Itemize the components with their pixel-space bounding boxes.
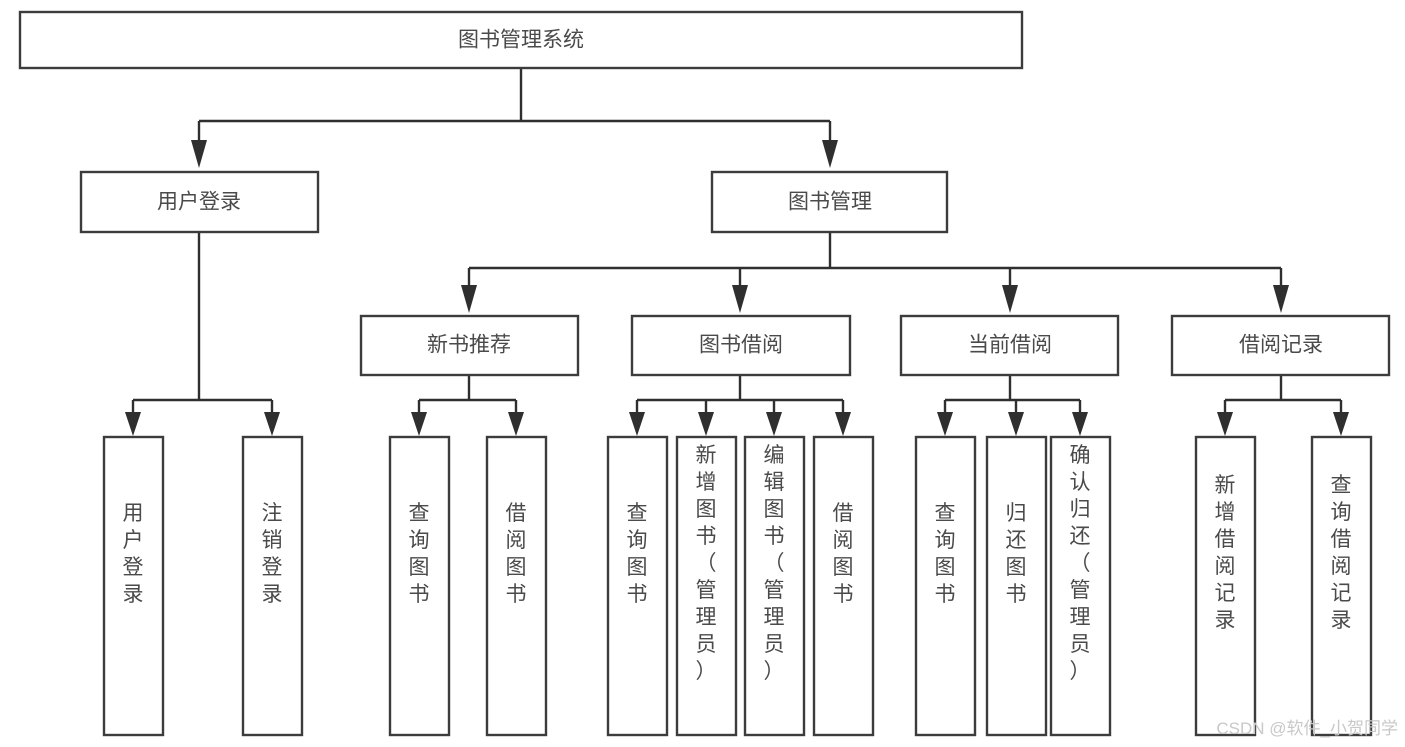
node-current-borrow-box[interactable] [899,314,1120,377]
node-user-login-box[interactable] [79,170,320,234]
connectors-root-to-level1 [191,68,838,168]
node-leaf-edit-book[interactable]: 编辑图书（管理员） [743,435,806,737]
node-user-login-label: 用户登录 [157,191,241,214]
connectors-book-borrow-leaves [629,375,851,436]
node-borrow-record-box[interactable] [1170,314,1391,377]
arrow-head-leaf-edit-book [766,412,782,436]
node-leaf-return-book-label: 归还图书 [1006,502,1027,606]
node-leaf-confirm-return[interactable]: 确认归还（管理员） [1049,435,1112,737]
arrow-head-book-management [822,140,838,168]
node-leaf-query-book-2-box[interactable] [606,435,669,737]
node-leaf-return-book-box[interactable] [985,435,1048,737]
arrow-head-leaf-query-book-3 [937,412,953,436]
node-leaf-query-book-1-label: 查询图书 [409,502,430,606]
node-leaf-query-record-label: 查询借阅记录 [1331,474,1352,632]
node-leaf-borrow-book-2-box[interactable] [812,435,875,737]
node-leaf-query-book-3[interactable]: 查询图书 [914,435,977,737]
arrow-head-leaf-borrow-book-2 [835,412,851,436]
connectors-borrow-record-leaves [1217,375,1349,436]
node-leaf-confirm-return-box[interactable] [1049,435,1112,737]
node-leaf-borrow-book-1-label: 借阅图书 [506,502,527,606]
node-book-management[interactable]: 图书管理 [710,170,949,234]
arrow-head-leaf-add-book [698,412,714,436]
node-book-borrow-label: 图书借阅 [699,334,783,357]
node-leaf-query-book-3-box[interactable] [914,435,977,737]
node-current-borrow[interactable]: 当前借阅 [899,314,1120,377]
node-leaf-add-record[interactable]: 新增借阅记录 [1194,435,1257,737]
node-leaf-borrow-book-2[interactable]: 借阅图书 [812,435,875,737]
node-leaf-borrow-book-1-box[interactable] [485,435,548,737]
arrow-head-leaf-add-record [1217,412,1233,436]
node-current-borrow-label: 当前借阅 [968,334,1052,357]
node-leaf-query-book-2-label: 查询图书 [627,502,648,606]
connectors-book-management-to-level2 [461,232,1289,313]
node-leaf-add-book-label: 新增图书（管理员） [696,444,717,683]
node-book-management-label: 图书管理 [788,191,872,214]
node-new-book-recommend-box[interactable] [359,314,580,377]
arrow-head-leaf-confirm-return [1072,412,1088,436]
node-leaf-borrow-book-2-label: 借阅图书 [833,502,854,606]
node-leaf-edit-book-box[interactable] [743,435,806,737]
arrow-head-user-login [191,140,207,168]
node-user-login[interactable]: 用户登录 [79,170,320,234]
arrow-head-leaf-query-book-1 [411,412,427,436]
node-leaf-logout-login-box[interactable] [241,435,304,737]
node-leaf-logout-login[interactable]: 注销登录 [241,435,304,737]
node-leaf-query-record[interactable]: 查询借阅记录 [1310,435,1373,737]
node-leaf-user-login-label: 用户登录 [123,502,144,606]
node-leaf-add-book-box[interactable] [675,435,738,737]
node-leaf-add-record-label: 新增借阅记录 [1215,474,1236,632]
node-leaf-query-book-2[interactable]: 查询图书 [606,435,669,737]
node-leaf-return-book[interactable]: 归还图书 [985,435,1048,737]
csdn-watermark: CSDN @软件_小贺同学 [1216,719,1398,738]
connectors-new-book-recommend-leaves [411,375,524,436]
node-borrow-record[interactable]: 借阅记录 [1170,314,1391,377]
node-leaf-user-login[interactable]: 用户登录 [102,435,165,737]
node-leaf-edit-book-label: 编辑图书（管理员） [764,444,785,683]
arrow-head-leaf-return-book [1008,412,1024,436]
node-leaf-add-record-box[interactable] [1194,435,1257,737]
arrow-head-leaf-query-record [1333,412,1349,436]
connectors-user-login-leaves [125,232,280,436]
node-new-book-recommend[interactable]: 新书推荐 [359,314,580,377]
arrow-head-current-borrow [1002,285,1018,313]
arrow-head-new-book-recommend [461,285,477,313]
node-leaf-query-book-3-label: 查询图书 [935,502,956,606]
arrow-head-leaf-user-login [125,412,141,436]
node-root-label: 图书管理系统 [458,29,584,52]
arrow-head-leaf-query-book-2 [629,412,645,436]
node-book-borrow[interactable]: 图书借阅 [630,314,852,377]
node-leaf-add-book[interactable]: 新增图书（管理员） [675,435,738,737]
node-borrow-record-label: 借阅记录 [1239,334,1323,357]
node-leaf-query-record-box[interactable] [1310,435,1373,737]
node-leaf-confirm-return-label: 确认归还（管理员） [1070,444,1091,683]
node-book-management-box[interactable] [710,170,949,234]
connectors-current-borrow-leaves [937,375,1088,436]
arrow-head-borrow-record [1273,285,1289,313]
node-root[interactable]: 图书管理系统 [18,10,1024,70]
node-root-box[interactable] [18,10,1024,70]
arrow-head-leaf-borrow-book-1 [508,412,524,436]
arrow-head-leaf-logout-login [264,412,280,436]
node-leaf-borrow-book-1[interactable]: 借阅图书 [485,435,548,737]
arrow-head-book-borrow [732,285,748,313]
node-leaf-user-login-box[interactable] [102,435,165,737]
node-leaf-query-book-1[interactable]: 查询图书 [388,435,451,737]
node-leaf-logout-login-label: 注销登录 [262,502,283,606]
node-leaf-query-book-1-box[interactable] [388,435,451,737]
node-new-book-recommend-label: 新书推荐 [427,334,511,357]
node-book-borrow-box[interactable] [630,314,852,377]
